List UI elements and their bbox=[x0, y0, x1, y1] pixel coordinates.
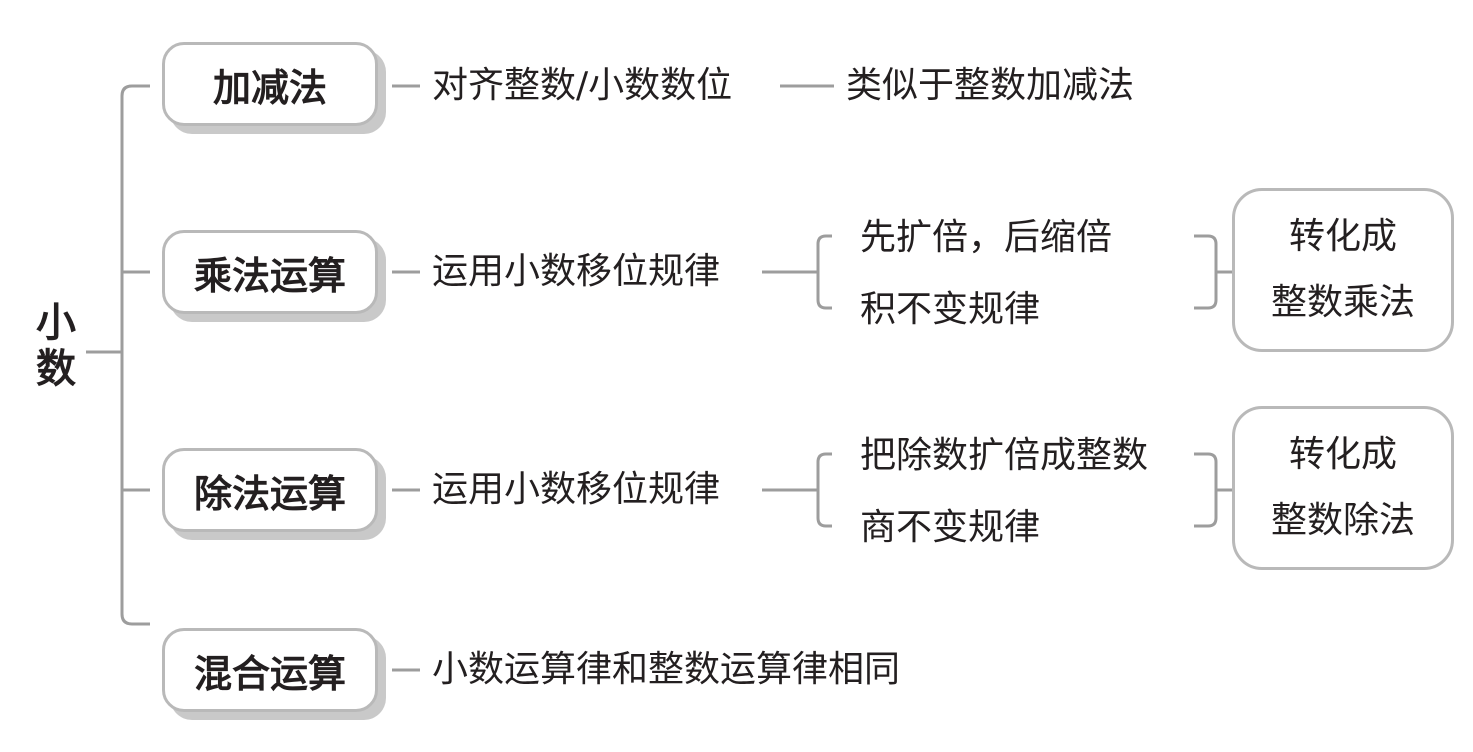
divide-step: 运用小数移位规律 bbox=[432, 469, 721, 510]
add-sub-result: 类似于整数加减法 bbox=[846, 65, 1135, 106]
divide-conclusion-line-1: 转化成 bbox=[1288, 434, 1397, 475]
multiply-conclusion-box: 转化成 整数乘法 bbox=[1232, 188, 1454, 352]
root-char-2: 数 bbox=[36, 346, 76, 392]
multiply-sub-2: 积不变规律 bbox=[860, 289, 1041, 330]
divide-conclusion-line-2: 整数除法 bbox=[1270, 500, 1415, 541]
branch-multiply-label: 乘法运算 bbox=[193, 253, 346, 298]
add-sub-step: 对齐整数/小数数位 bbox=[432, 65, 733, 106]
multiply-step: 运用小数移位规律 bbox=[432, 251, 721, 292]
multiply-sub-1: 先扩倍，后缩倍 bbox=[860, 217, 1113, 258]
branch-multiply-box: 乘法运算 bbox=[162, 230, 378, 314]
branch-divide-label: 除法运算 bbox=[193, 471, 346, 516]
multiply-conclusion-line-2: 整数乘法 bbox=[1270, 282, 1415, 323]
divide-sub-1: 把除数扩倍成整数 bbox=[860, 435, 1149, 476]
divide-sub-2: 商不变规律 bbox=[860, 507, 1041, 548]
mixed-step: 小数运算律和整数运算律相同 bbox=[432, 649, 901, 690]
branch-divide-box: 除法运算 bbox=[162, 448, 378, 532]
branch-add-sub-label: 加减法 bbox=[212, 65, 327, 110]
branch-mixed-box: 混合运算 bbox=[162, 628, 378, 712]
root-node: 小 数 bbox=[28, 300, 84, 392]
multiply-conclusion-line-1: 转化成 bbox=[1288, 216, 1397, 257]
branch-mixed-label: 混合运算 bbox=[193, 651, 346, 696]
root-char-1: 小 bbox=[36, 300, 76, 346]
divide-conclusion-box: 转化成 整数除法 bbox=[1232, 406, 1454, 570]
branch-add-sub-box: 加减法 bbox=[162, 42, 378, 126]
